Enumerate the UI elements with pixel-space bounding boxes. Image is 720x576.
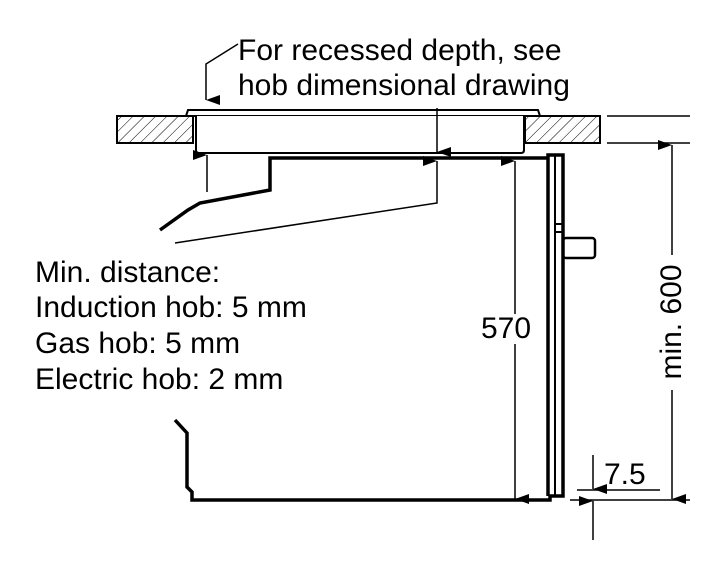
recess-note-leader-arrow (205, 43, 239, 105)
countertop-left (116, 115, 194, 144)
dimension-min-600: min. 600 (655, 262, 688, 382)
dimension-570: 570 (481, 312, 532, 345)
door-detail (554, 155, 563, 496)
min-distance-leader-arrow (174, 156, 438, 244)
min-distance-induction: Induction hob: 5 mm (35, 291, 307, 324)
min-distance-gas: Gas hob: 5 mm (35, 327, 241, 360)
recess-note-line2: hob dimensional drawing (238, 69, 570, 102)
oven-bottom (173, 153, 565, 502)
recess-note-line1: For recessed depth, see (238, 34, 562, 67)
countertop-right (524, 115, 601, 144)
hob-body (195, 116, 525, 154)
min-distance-electric: Electric hob: 2 mm (35, 363, 284, 396)
oven-top (158, 156, 548, 232)
door-knob (561, 236, 597, 260)
dimension-7-5: 7.5 (604, 458, 646, 491)
min-distance-title: Min. distance: (35, 256, 221, 289)
hob-plate (184, 109, 542, 117)
